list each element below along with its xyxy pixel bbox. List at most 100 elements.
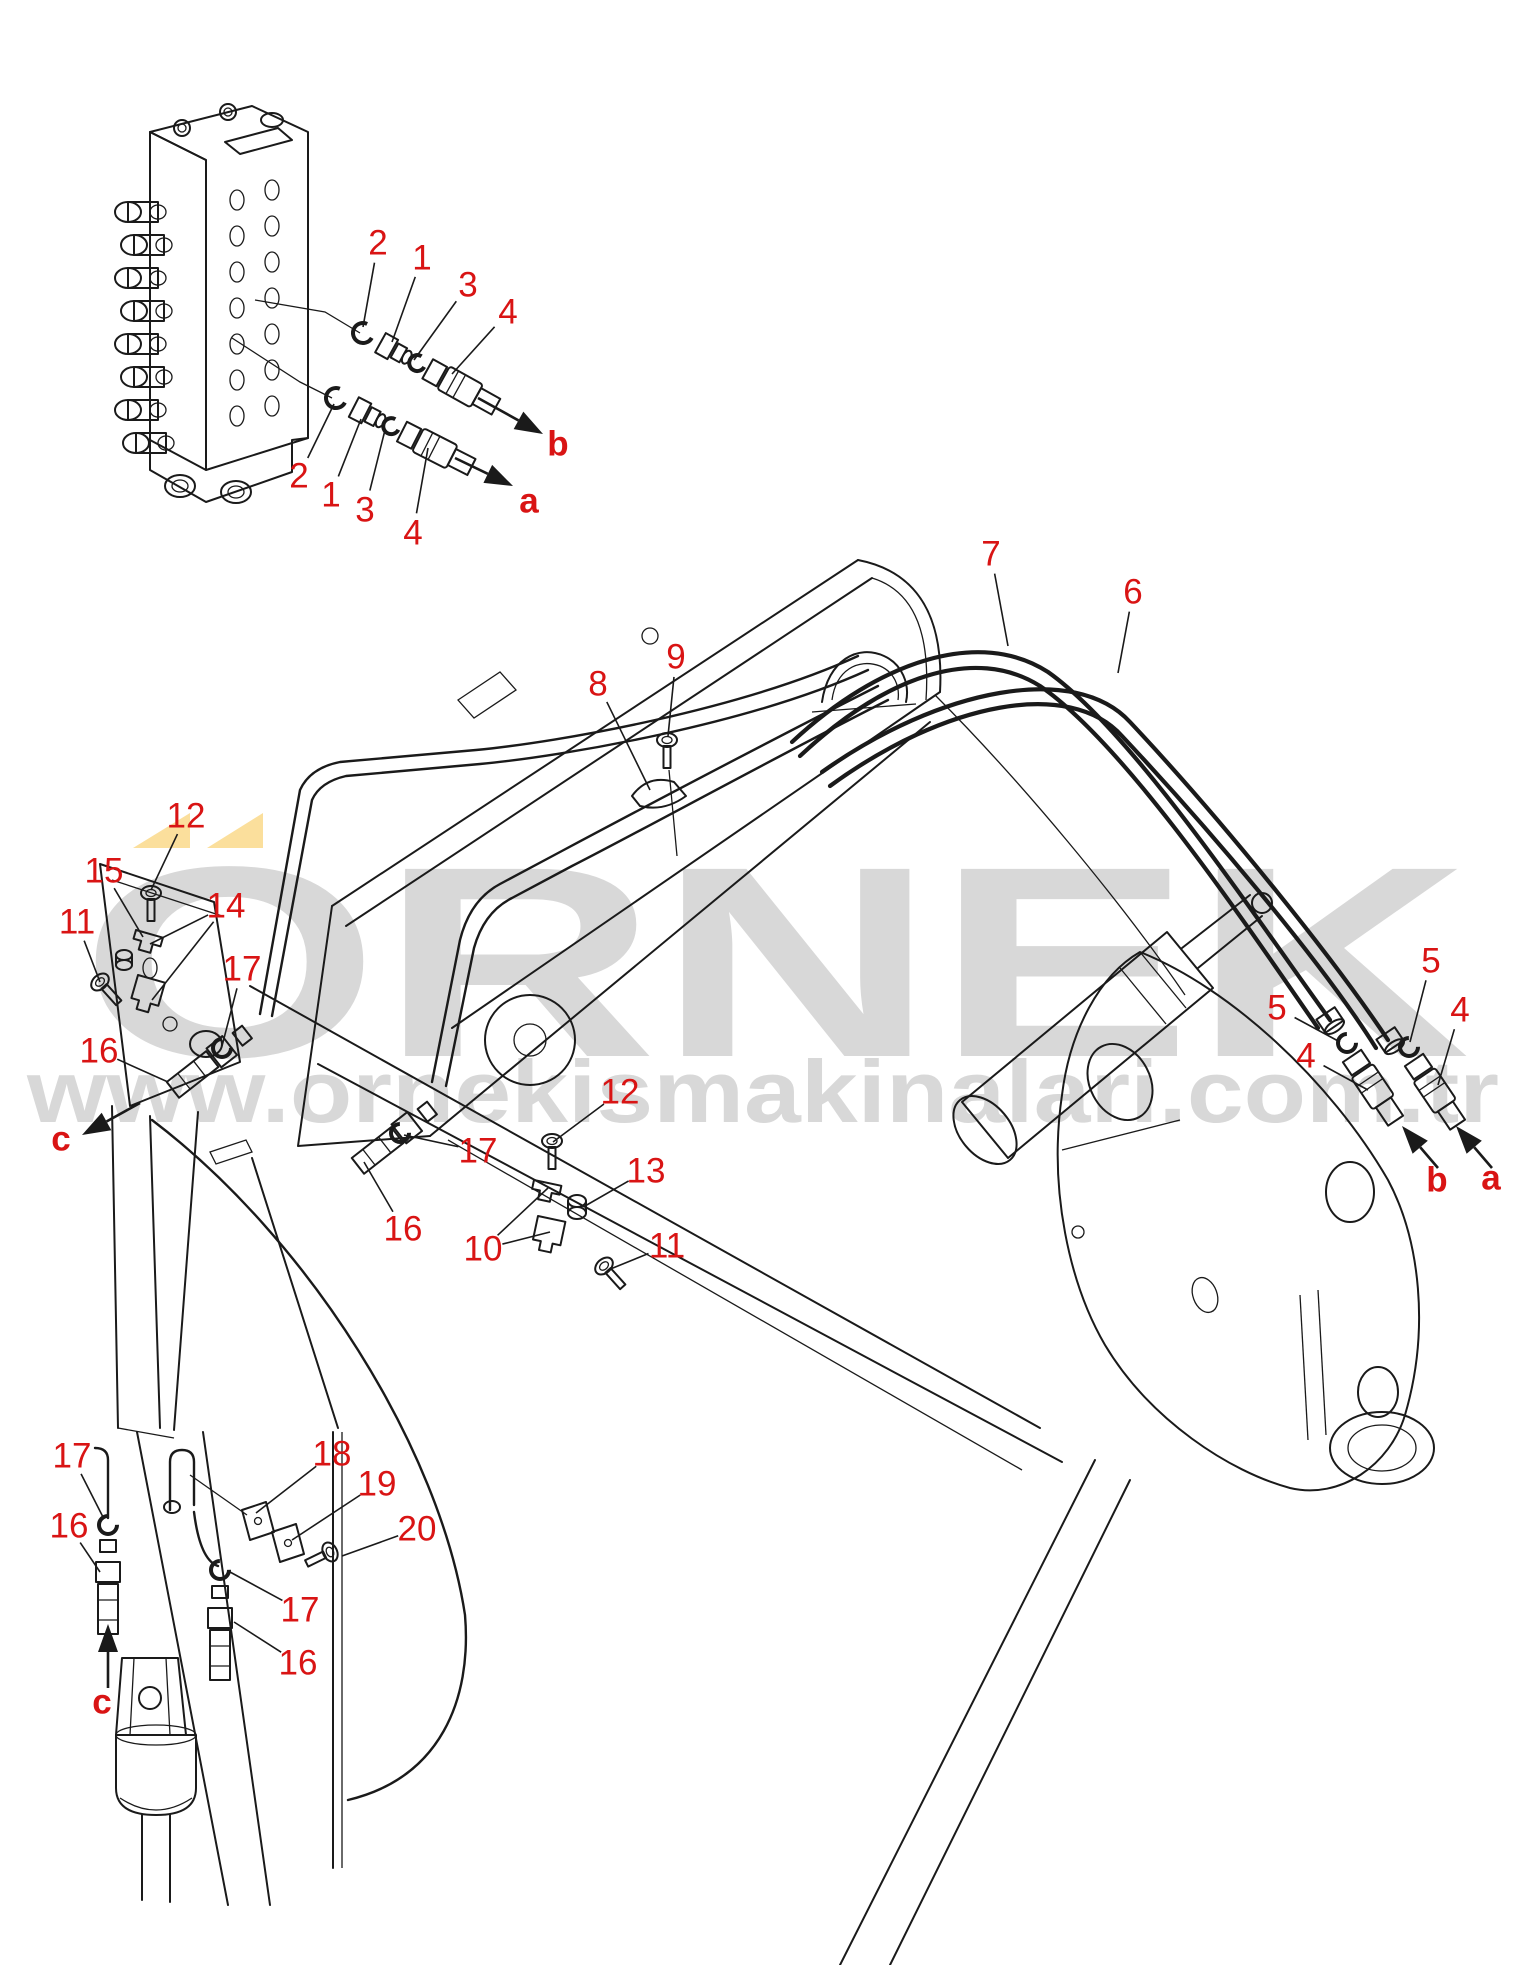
watermark-umlaut-right [207, 813, 263, 848]
mid-clamp-cluster [529, 1133, 632, 1295]
leader-line [341, 1535, 399, 1557]
view-arrow-head [483, 464, 513, 486]
leader-line [149, 914, 209, 945]
hose-guide-arch [821, 651, 908, 703]
hose-loop [150, 1118, 468, 1802]
boom-top-clamp [631, 732, 687, 857]
callout-11: 11 [59, 903, 95, 942]
callout-17: 17 [459, 1132, 498, 1171]
view-arrow-shaft [454, 456, 489, 475]
clamp-plate-18 [241, 1501, 275, 1541]
leader-line [255, 1465, 317, 1514]
valve-face-ports [229, 179, 280, 427]
view-arrow-shaft [477, 396, 520, 422]
leader-line [403, 1134, 459, 1148]
leader-line [1323, 1064, 1369, 1091]
leader-line [116, 1058, 169, 1083]
leader-line [151, 921, 215, 1001]
leader-line [80, 1473, 105, 1520]
view-arrow-head [82, 1112, 112, 1135]
callout-19: 19 [358, 1465, 397, 1504]
callout-16: 16 [50, 1507, 89, 1546]
leader-line [606, 701, 651, 791]
leader-line [497, 1187, 549, 1236]
view-label-c: c [92, 1683, 111, 1722]
view-label-b: b [547, 425, 568, 464]
callout-8: 8 [588, 665, 607, 704]
leader-line [113, 887, 144, 938]
view-arrow-head [98, 1624, 118, 1652]
callout-1: 1 [412, 239, 431, 278]
view-label-c: c [51, 1120, 70, 1159]
leader-line [150, 833, 179, 891]
callout-17: 17 [281, 1591, 320, 1630]
leader-line [607, 1252, 649, 1271]
leader-line [83, 940, 101, 983]
leader-line [369, 429, 386, 491]
boom-cylinder [115, 1657, 197, 1903]
view-arrow-shaft [1473, 1146, 1493, 1169]
left-lower-structure [111, 1105, 343, 1906]
callout-7: 7 [981, 535, 1000, 574]
leader-line [291, 1494, 361, 1541]
callout-17: 17 [223, 950, 262, 989]
fitting-16 [95, 1539, 121, 1635]
bolt-11 [590, 1253, 632, 1295]
callout-4: 4 [1450, 991, 1469, 1030]
leader-line [584, 1180, 630, 1207]
o-ring-5 [1398, 1036, 1420, 1058]
hose-end-fittings-right [1315, 1006, 1470, 1133]
control-valve-block [114, 103, 309, 504]
valve-spools [114, 201, 175, 454]
callout-1: 1 [321, 476, 340, 515]
callout-12: 12 [601, 1073, 640, 1112]
callout-18: 18 [313, 1435, 352, 1474]
leader-line [1294, 1016, 1341, 1043]
coupler-4 [420, 356, 504, 420]
arm-cylinder [952, 892, 1273, 1165]
watermark-brand-text: ORNEK [80, 810, 1470, 1114]
hose-7 [789, 650, 1333, 1031]
callout-6: 6 [1123, 573, 1142, 612]
leader-line [337, 418, 362, 477]
callout-16: 16 [279, 1644, 318, 1683]
bottom-fitting-cluster [93, 1446, 339, 1681]
leader-line [1409, 980, 1427, 1043]
callout-14: 14 [207, 887, 246, 926]
callout-5: 5 [1421, 942, 1440, 981]
leader-line [391, 276, 417, 343]
callout-20: 20 [398, 1510, 437, 1549]
arm-lines-lower-right [839, 1459, 1131, 1965]
view-label-a: a [519, 482, 539, 521]
view-arrow-head [1402, 1126, 1428, 1154]
view-label-b: b [1426, 1161, 1447, 1200]
leader-line [451, 326, 496, 375]
o-ring-2 [324, 386, 348, 410]
watermark-url-text: www.ornekismakinalari.com.tr [26, 1042, 1499, 1141]
leader-line [993, 573, 1009, 647]
callout-11: 11 [649, 1227, 685, 1266]
leader-line [79, 1542, 101, 1573]
bolt-9 [656, 732, 678, 769]
leader-line [502, 1231, 551, 1245]
o-ring-17 [97, 1514, 119, 1536]
o-ring-5 [1336, 1032, 1358, 1054]
callout-5: 5 [1267, 989, 1286, 1028]
mid-fitting-assembly [349, 1097, 441, 1177]
callout-13: 13 [627, 1152, 666, 1191]
leader-line [362, 262, 376, 328]
callout-4: 4 [498, 293, 517, 332]
leader-line [221, 988, 238, 1047]
spacer-13 [567, 1194, 587, 1220]
callout-10: 10 [464, 1230, 503, 1269]
leader-line [363, 1161, 394, 1213]
callout-3: 3 [355, 491, 374, 530]
spacer [115, 949, 133, 971]
view-label-a: a [1481, 1159, 1501, 1198]
leader-line [667, 676, 675, 737]
o-ring-17 [211, 1037, 233, 1059]
leader-line [233, 1621, 282, 1653]
